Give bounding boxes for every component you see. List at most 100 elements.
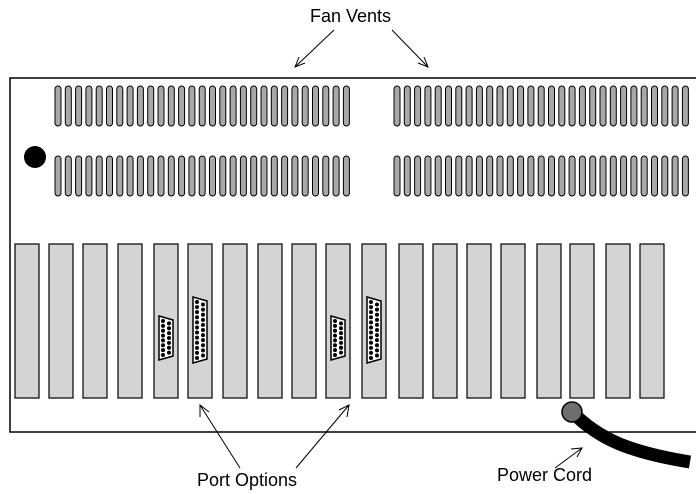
vent-slot [198,85,206,127]
vent-slot [116,85,124,127]
vent-slot [496,155,504,197]
vent-slot [85,85,93,127]
vent-slot [506,85,514,127]
power-cord-arrow [554,447,583,469]
port-pin [333,338,337,343]
expansion-slot [536,243,562,399]
expansion-slot [639,243,665,399]
port-pin [375,302,379,307]
expansion-slot [569,243,595,399]
port-pin [375,343,379,348]
vent-slot [609,85,617,127]
port-pin [333,323,337,328]
vent-slot [281,85,289,127]
vent-slot [424,155,432,197]
port-pin [369,335,373,340]
expansion-slot [222,243,248,399]
vent-slot [332,155,340,197]
port-pin [369,310,373,315]
expansion-slot [466,243,492,399]
port-pin [195,345,199,350]
power-cord [567,407,692,469]
vent-slot [332,85,340,127]
vent-slot [578,155,586,197]
port-pin [195,300,199,304]
vent-slot [609,155,617,197]
port-pin [333,353,337,357]
port-pin [167,326,171,331]
expansion-slot [605,243,631,399]
port-pin [167,321,171,326]
vent-slot [445,85,452,127]
power-cord-plug [561,401,583,423]
vent-slot [620,155,628,197]
vent-slot [661,155,669,197]
vent-slot [414,85,422,127]
port-connector [366,296,382,364]
vent-slot [250,85,258,127]
vent-slot [281,155,289,197]
vent-slot [157,155,165,197]
vent-slot [239,155,247,197]
port-pin [201,343,205,348]
vent-slot [630,85,638,127]
vent-slot [136,155,144,197]
vent-slot [229,85,237,127]
vent-slot [312,85,319,127]
port-pin [195,305,199,310]
port-pin [369,305,373,310]
vent-slot [136,85,144,127]
vent-slot [209,85,216,127]
port-pin [369,320,373,325]
vent-slot [527,155,535,197]
expansion-slot [398,243,424,399]
port-pin [333,328,337,333]
vent-slot [517,85,525,127]
port-pin [195,310,199,315]
vent-slot [116,155,124,197]
port-pin [339,340,343,345]
vent-slot [147,155,155,197]
vent-slot [219,155,227,197]
port-options-label: Port Options [197,470,298,490]
vent-slot [178,155,186,197]
port-pin [167,331,171,336]
expansion-slot [500,243,526,399]
port-pin [195,320,199,325]
vent-slot [455,85,463,127]
vent-slot [537,85,545,127]
port-pin [375,312,379,317]
vent-slot [167,155,175,197]
vent-slot [506,155,514,197]
vent-slot [198,155,206,197]
port-pin [201,338,205,343]
vent-slot [681,85,689,127]
vent-slot [393,85,401,127]
port-pin [369,350,373,355]
expansion-slots [14,243,665,399]
round-knob [24,146,46,168]
vent-slot [414,155,422,197]
vent-slot [640,155,648,197]
port-pin [201,322,205,327]
vent-slot [188,85,196,127]
vent-slot [64,85,72,127]
port-pin [201,307,205,312]
vent-slot [393,155,401,197]
vent-slot [209,155,216,197]
vent-slot [260,155,268,197]
port-pin [369,315,373,320]
port-pin [339,336,343,340]
port-pin [375,353,379,358]
port-pin [201,317,205,322]
vent-slot [548,85,555,127]
vent-slot [126,155,134,197]
port-pin [161,323,165,328]
port-pin [375,348,379,353]
port-pin [333,343,337,348]
port-pin [161,338,165,343]
vent-slot [527,85,535,127]
port-pin [375,328,379,332]
port-pin [333,348,337,353]
port-connectors [158,296,382,364]
